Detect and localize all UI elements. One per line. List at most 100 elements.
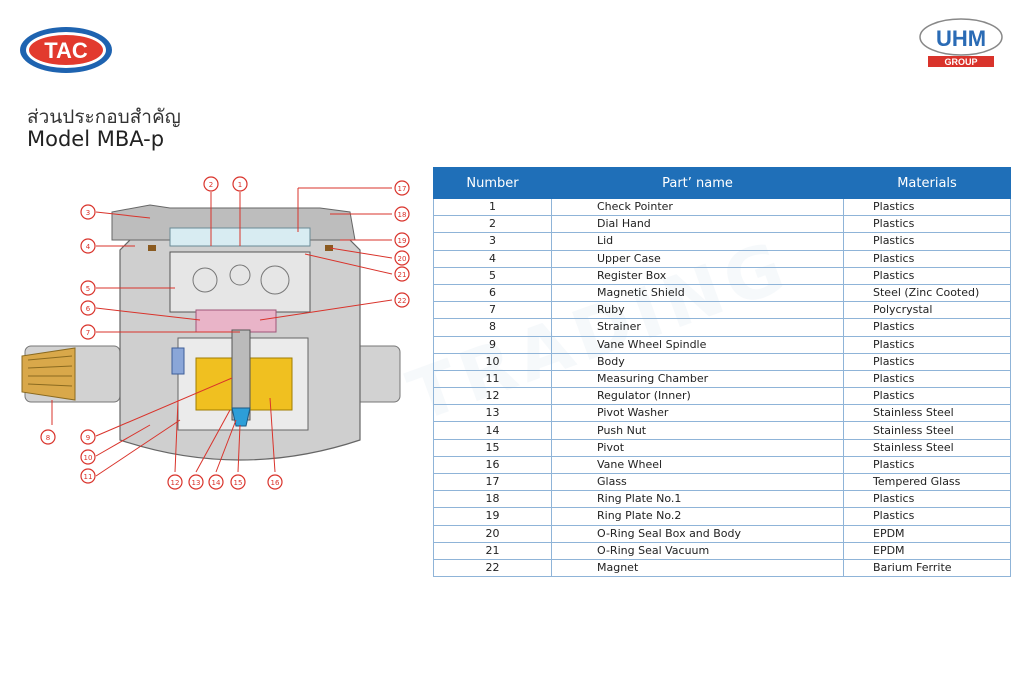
- part-name: Register Box: [551, 266, 844, 285]
- part-material: Stainless Steel: [843, 404, 1011, 423]
- part-name: Ring Plate No.1: [551, 490, 844, 509]
- callout-8: [40, 429, 56, 445]
- part-name: Dial Hand: [551, 215, 844, 234]
- part-name: Push Nut: [551, 421, 844, 440]
- callout-label-15: 15: [234, 479, 243, 487]
- part-material: Polycrystal: [843, 301, 1011, 320]
- part-material: EPDM: [843, 524, 1011, 543]
- part-number: 6: [433, 283, 552, 303]
- callout-19: [394, 232, 410, 248]
- part-number: 7: [433, 301, 552, 320]
- uhm-logo-text: UHM: [936, 26, 986, 51]
- callout-label-8: 8: [46, 434, 50, 442]
- part-number: 3: [433, 232, 552, 251]
- callout-9: [80, 429, 96, 445]
- callout-label-2: 2: [209, 181, 213, 189]
- callout-label-7: 7: [86, 329, 90, 337]
- callout-4: [80, 238, 96, 254]
- part-number: 17: [433, 472, 552, 492]
- water-meter-cross-section: 3 4 5 6 7 8 9 10 11 2 1 17 18 19 20 21 2…: [21, 176, 410, 490]
- part-number: 15: [433, 438, 552, 457]
- title-thai: ส่วนประกอบสำคัญ: [27, 106, 181, 128]
- callout-label-10: 10: [84, 454, 93, 462]
- callout-10: [80, 449, 96, 465]
- callout-18: [394, 206, 410, 222]
- part-name: Body: [551, 352, 844, 371]
- callout-label-6: 6: [86, 305, 91, 313]
- callout-label-12: 12: [171, 479, 180, 487]
- part-name: O-Ring Seal Vacuum: [551, 541, 844, 560]
- part-name: O-Ring Seal Box and Body: [551, 524, 844, 543]
- callout-label-18: 18: [398, 211, 407, 219]
- part-material: Barium Ferrite: [843, 558, 1011, 578]
- callout-15: [230, 474, 246, 490]
- callout-7: [80, 324, 96, 340]
- part-name: Glass: [551, 472, 844, 492]
- callout-label-4: 4: [86, 243, 91, 251]
- part-number: 22: [433, 558, 552, 578]
- callout-label-14: 14: [212, 479, 221, 487]
- part-name: Check Pointer: [551, 197, 844, 217]
- part-number: 16: [433, 455, 552, 475]
- part-name: Ruby: [551, 301, 844, 320]
- part-material: Plastics: [843, 266, 1011, 285]
- part-number: 20: [433, 524, 552, 543]
- part-number: 19: [433, 507, 552, 526]
- part-number: 21: [433, 541, 552, 560]
- header-number: Number: [433, 167, 552, 199]
- tac-logo-text: TAC: [44, 38, 88, 63]
- part-material: Stainless Steel: [843, 421, 1011, 440]
- part-material: Plastics: [843, 335, 1011, 354]
- part-number: 8: [433, 318, 552, 337]
- part-number: 4: [433, 249, 552, 268]
- callout-13: [188, 474, 204, 490]
- part-material: Plastics: [843, 507, 1011, 526]
- callout-21: [394, 266, 410, 282]
- callout-label-11: 11: [84, 473, 93, 481]
- part-name: Measuring Chamber: [551, 369, 844, 389]
- part-name: Pivot Washer: [551, 404, 844, 423]
- callout-3: [80, 204, 96, 220]
- callout-1: [232, 176, 248, 192]
- callout-label-5: 5: [86, 285, 90, 293]
- callout-12: [167, 474, 183, 490]
- part-material: Tempered Glass: [843, 472, 1011, 492]
- table-header-row: Number Part’ name Materials: [433, 167, 1011, 199]
- callout-20: [394, 250, 410, 266]
- callout-5: [80, 280, 96, 296]
- callout-label-1: 1: [238, 181, 242, 189]
- part-name: Regulator (Inner): [551, 387, 844, 406]
- part-name: Magnet: [551, 558, 844, 578]
- callout-label-13: 13: [192, 479, 201, 487]
- part-name: Ring Plate No.2: [551, 507, 844, 526]
- part-number: 12: [433, 387, 552, 406]
- part-number: 9: [433, 335, 552, 354]
- callout-label-17: 17: [398, 185, 407, 193]
- part-number: 5: [433, 266, 552, 285]
- callout-11: [80, 468, 96, 484]
- part-number: 1: [433, 197, 552, 217]
- part-material: Plastics: [843, 249, 1011, 268]
- tac-logo: TAC: [20, 27, 112, 73]
- callout-label-19: 19: [398, 237, 407, 245]
- part-number: 10: [433, 352, 552, 371]
- part-number: 2: [433, 215, 552, 234]
